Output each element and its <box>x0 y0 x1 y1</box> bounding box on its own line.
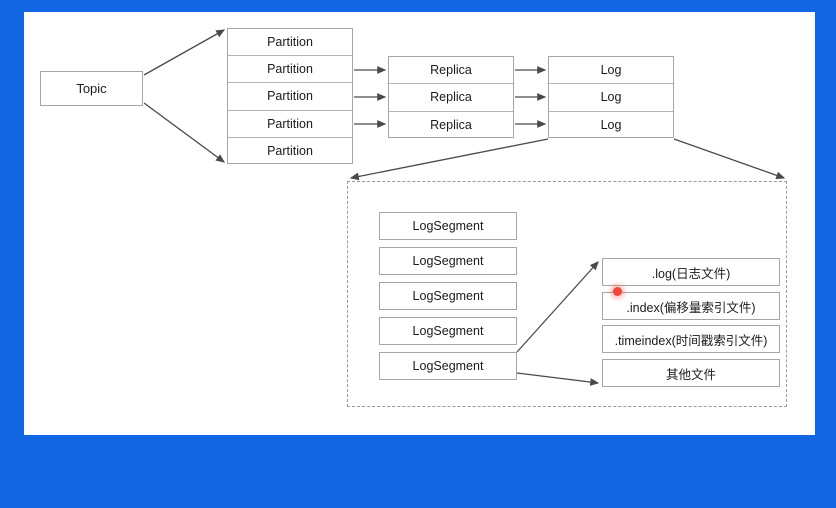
partition-row[interactable]: Partition <box>228 111 352 138</box>
logsegment-box[interactable]: LogSegment <box>379 352 517 380</box>
file-box-timeindex[interactable]: .timeindex(时间戳索引文件) <box>602 325 780 353</box>
partition-row[interactable]: Partition <box>228 83 352 111</box>
logsegment-box[interactable]: LogSegment <box>379 212 517 240</box>
partition-row[interactable]: Partition <box>228 29 352 57</box>
logsegment-box[interactable]: LogSegment <box>379 317 517 345</box>
file-box-log[interactable]: .log(日志文件) <box>602 258 780 286</box>
replica-stack: Replica Replica Replica <box>388 56 514 138</box>
log-stack: Log Log Log <box>548 56 674 138</box>
cursor-marker-dot <box>613 287 622 296</box>
segment-dashed-container <box>347 181 787 407</box>
file-box-index[interactable]: .index(偏移量索引文件) <box>602 292 780 320</box>
topic-box[interactable]: Topic <box>40 71 143 106</box>
replica-row[interactable]: Replica <box>389 57 513 85</box>
logsegment-box[interactable]: LogSegment <box>379 247 517 275</box>
topic-label: Topic <box>76 81 107 96</box>
replica-row[interactable]: Replica <box>389 84 513 112</box>
logsegment-box[interactable]: LogSegment <box>379 282 517 310</box>
log-row[interactable]: Log <box>549 84 673 112</box>
replica-row[interactable]: Replica <box>430 118 472 133</box>
log-row[interactable]: Log <box>600 118 622 133</box>
partition-stack: Partition Partition Partition Partition … <box>227 28 353 164</box>
partition-row[interactable]: Partition <box>267 144 313 159</box>
file-box-other[interactable]: 其他文件 <box>602 359 780 387</box>
log-row[interactable]: Log <box>549 57 673 85</box>
bottom-banner: 数据路径：/Topic/Partition/Segment/(log | ind… <box>0 435 836 508</box>
partition-row[interactable]: Partition <box>228 56 352 84</box>
